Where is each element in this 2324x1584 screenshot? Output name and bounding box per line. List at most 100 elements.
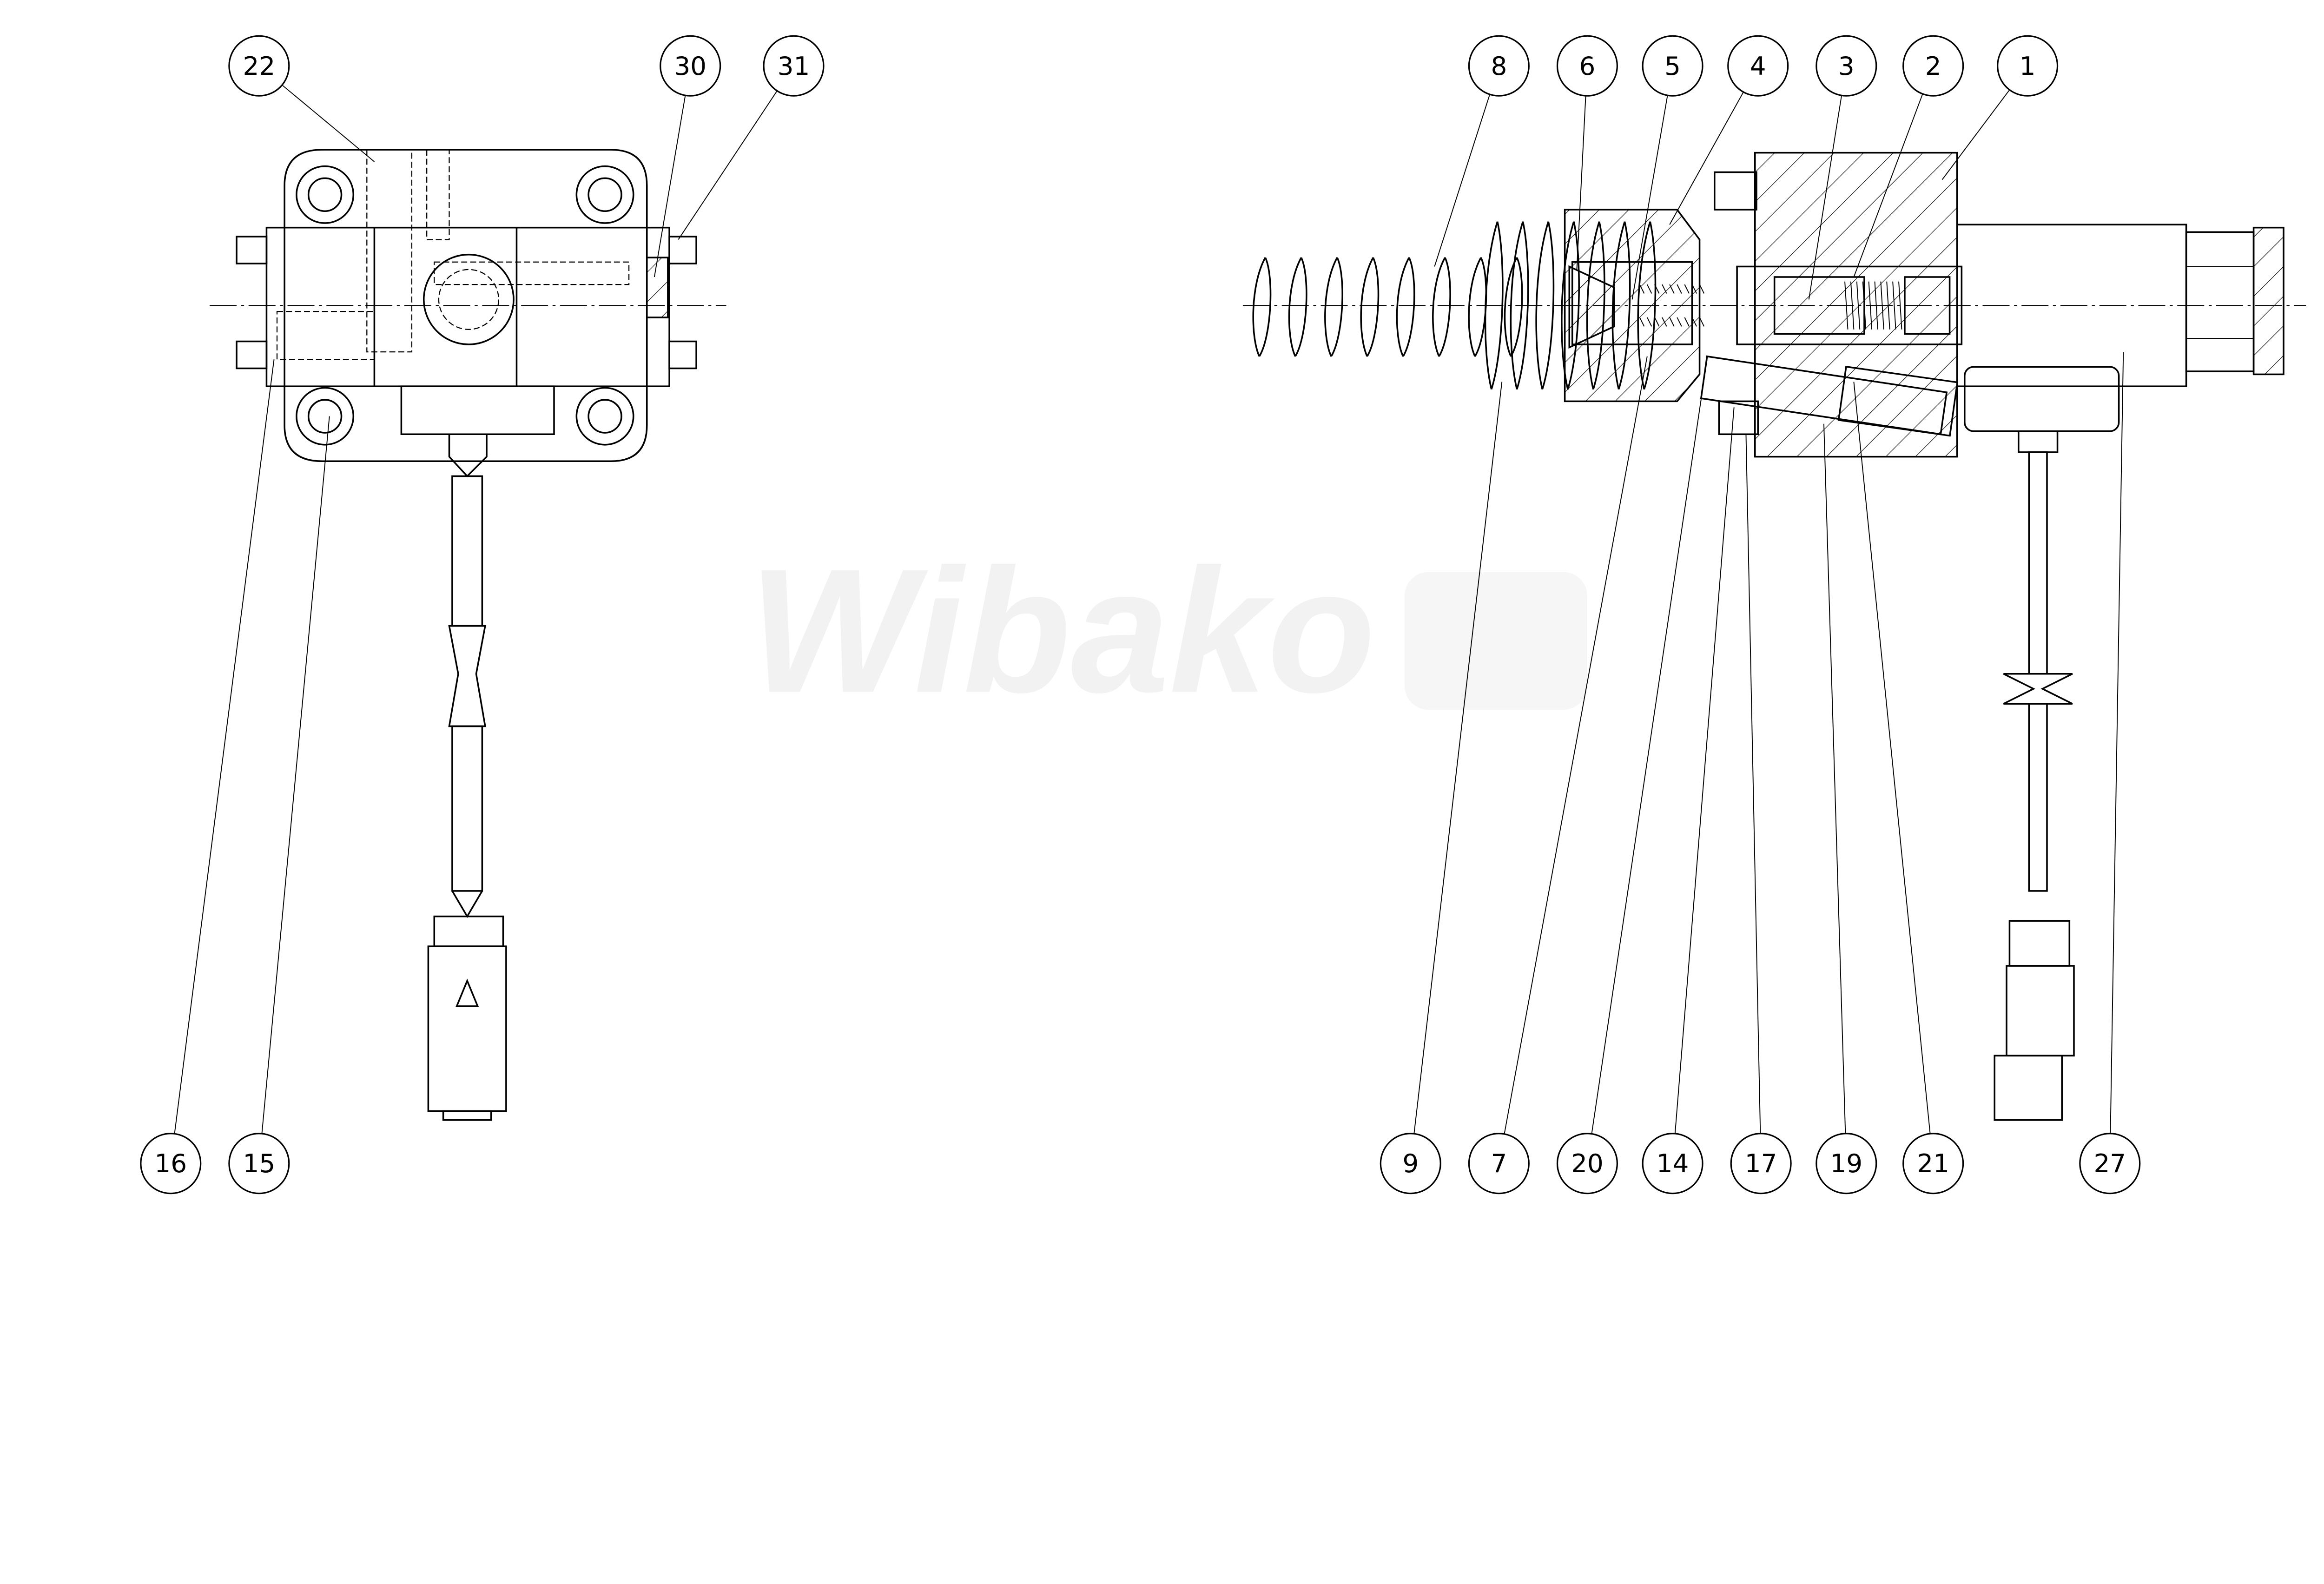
spring-coil	[1654, 317, 1660, 327]
spring-coil	[1669, 317, 1675, 327]
spring-coil	[1677, 284, 1682, 294]
callout-circle	[1556, 1133, 1618, 1195]
callout-circle	[1468, 35, 1530, 97]
callout-22: 22	[228, 35, 290, 97]
callout-9: 9	[1380, 1133, 1441, 1195]
callout-circle	[140, 1133, 202, 1195]
leader-line	[678, 90, 778, 240]
spring-coil	[1646, 284, 1652, 294]
leader-line	[2110, 352, 2124, 1134]
callout-4: 4	[1727, 35, 1789, 97]
spring-coil	[1510, 221, 1529, 390]
callout-number: 19	[1830, 1148, 1862, 1178]
spring-coil	[1535, 221, 1555, 390]
callout-number: 5	[1664, 51, 1681, 81]
callout-14: 14	[1642, 1133, 1703, 1195]
spring-coil	[1662, 284, 1667, 294]
leader-line	[1504, 356, 1648, 1135]
callout-number: 16	[154, 1148, 187, 1178]
parts-diagram: Wibako	[140, 35, 2306, 1195]
spring-coil	[1892, 281, 1896, 330]
spring-coil	[1880, 281, 1884, 330]
leader-line	[1853, 382, 1931, 1134]
spring-coil	[1699, 284, 1705, 294]
watermark-text: Wibako	[749, 532, 1375, 729]
callout-circle	[1730, 1133, 1792, 1195]
callout-16: 16	[140, 1133, 202, 1195]
spring-coil	[1684, 284, 1690, 294]
spring-coil	[1669, 284, 1675, 294]
callout-circle	[228, 35, 290, 97]
spring-coil	[1898, 281, 1902, 330]
spring-coil	[1396, 257, 1415, 357]
callout-19: 19	[1816, 1133, 1877, 1195]
spring-coil	[1432, 257, 1451, 357]
callout-circle	[1997, 35, 2059, 97]
spring-coil	[1677, 317, 1682, 327]
callout-17: 17	[1730, 1133, 1792, 1195]
callout-20: 20	[1556, 1133, 1618, 1195]
callout-number: 6	[1579, 51, 1596, 81]
callout-7: 7	[1468, 1133, 1530, 1195]
spring-coil	[1504, 257, 1523, 357]
callout-circle	[2079, 1133, 2141, 1195]
leader-line	[654, 95, 686, 277]
spring-coil	[1654, 284, 1660, 294]
callout-circle	[1727, 35, 1789, 97]
spring-coil	[1856, 281, 1861, 330]
callout-6: 6	[1556, 35, 1618, 97]
spring-coil	[1639, 317, 1645, 327]
valve-spring	[1844, 281, 1902, 330]
callout-circle	[660, 35, 721, 97]
callout-circle	[1816, 35, 1877, 97]
leader-line	[1941, 89, 2010, 180]
callout-circle	[1380, 1133, 1441, 1195]
callout-15: 15	[228, 1133, 290, 1195]
callout-27: 27	[2079, 1133, 2141, 1195]
callout-number: 17	[1745, 1148, 1777, 1178]
leader-line	[1434, 94, 1491, 267]
callout-8: 8	[1468, 35, 1530, 97]
spring-coil	[1886, 281, 1890, 330]
leader-line	[1823, 423, 1846, 1134]
spring-coil	[1868, 281, 1873, 330]
spring-coil	[1699, 317, 1705, 327]
callout-1: 1	[1997, 35, 2059, 97]
spring-coil	[1360, 257, 1380, 357]
callout-number: 4	[1750, 51, 1766, 81]
spring-coil	[1324, 257, 1343, 357]
leader-line	[1808, 95, 1842, 300]
leader-line	[1669, 92, 1744, 225]
spring-coil	[1662, 317, 1667, 327]
spring-coil	[1844, 281, 1849, 330]
callout-number: 20	[1571, 1148, 1604, 1178]
leader-line	[1745, 434, 1761, 1134]
spring-coil	[1684, 317, 1690, 327]
leader-line	[282, 85, 375, 162]
spring-coil	[1252, 257, 1272, 357]
callout-number: 15	[243, 1148, 276, 1178]
spring-coil	[1468, 257, 1487, 357]
callout-30: 30	[660, 35, 721, 97]
callout-number: 7	[1491, 1148, 1507, 1178]
leader-line	[1576, 96, 1586, 270]
leader-line	[1413, 382, 1503, 1134]
callout-number: 27	[2093, 1148, 2126, 1178]
callout-number: 9	[1402, 1148, 1419, 1178]
callout-number: 21	[1917, 1148, 1949, 1178]
callout-number: 3	[1838, 51, 1855, 81]
callout-circle	[1642, 1133, 1703, 1195]
spring-coil	[1862, 281, 1867, 330]
leader-line	[1591, 359, 1708, 1134]
callout-31: 31	[763, 35, 825, 97]
callout-2: 2	[1902, 35, 1964, 97]
spring-coil	[1484, 221, 1504, 390]
spring-coil	[1646, 317, 1652, 327]
callout-circle	[1642, 35, 1703, 97]
callout-circle	[1902, 35, 1964, 97]
right-view-assembly	[1242, 152, 2306, 1121]
callout-number: 8	[1491, 51, 1507, 81]
bolt-heads	[296, 165, 634, 446]
leader-line	[1631, 95, 1668, 300]
callout-number: 14	[1657, 1148, 1689, 1178]
